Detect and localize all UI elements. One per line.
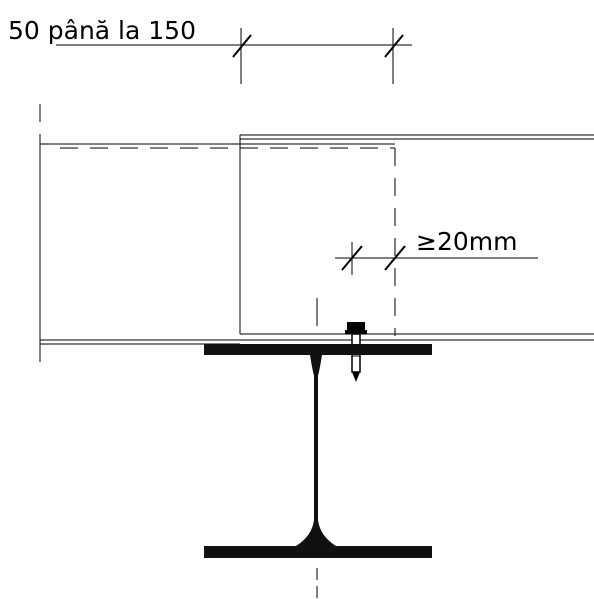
right-panel [239,134,594,335]
i-beam-top-flange [204,344,432,355]
overlap-tick-right [384,34,404,58]
i-beam-bottom-flange [204,546,432,558]
screw-head [347,322,365,330]
i-beam-web [296,355,336,546]
edge-distance-tick-left [341,245,363,271]
edge-distance-label: ≥20mm [416,227,517,256]
edge-distance-tick-right [384,245,406,271]
overlap-dimension-label: 50 până la 150 [8,16,196,45]
edge-distance-dimension: ≥20mm [335,227,538,275]
overlap-dimension: 50 până la 150 [8,16,412,84]
screw-drill-tip [352,372,360,382]
left-panel-hidden [39,104,594,372]
overlap-tick-left [232,34,252,58]
screw-washer [345,330,367,334]
steel-i-beam-icon [204,344,432,599]
